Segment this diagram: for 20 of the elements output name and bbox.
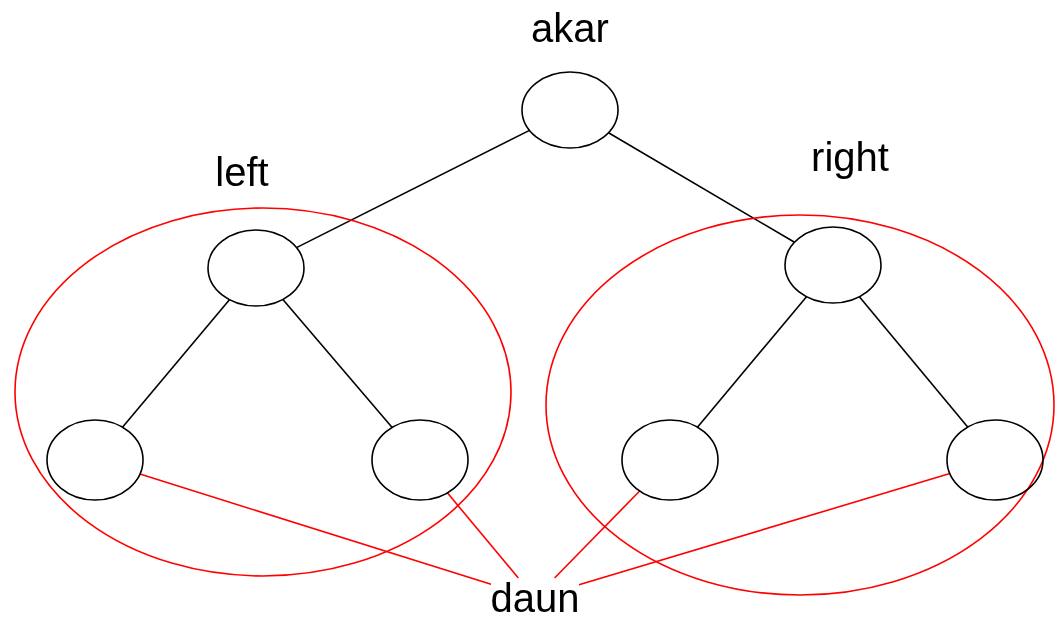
node-label: daun	[490, 576, 580, 620]
tree-edge	[295, 129, 531, 249]
leader-line	[446, 492, 520, 579]
tree-edge	[282, 298, 393, 429]
node-label: akar	[531, 6, 609, 50]
tree-node-circle	[620, 418, 720, 502]
tree-node-circle	[370, 418, 470, 502]
node-label: right	[811, 135, 889, 179]
tree-edge	[696, 295, 808, 428]
tree-node-circle	[945, 418, 1045, 502]
tree-edge	[121, 298, 231, 428]
tree-edge	[858, 295, 969, 428]
leader-line	[553, 490, 641, 579]
tree-node-circle	[783, 225, 883, 305]
tree-node-circle	[206, 228, 306, 308]
tree-edge	[607, 131, 796, 244]
leader-line	[578, 472, 951, 586]
node-label: left	[215, 150, 269, 194]
leader-line	[139, 473, 492, 585]
tree-node-circle	[45, 418, 145, 502]
